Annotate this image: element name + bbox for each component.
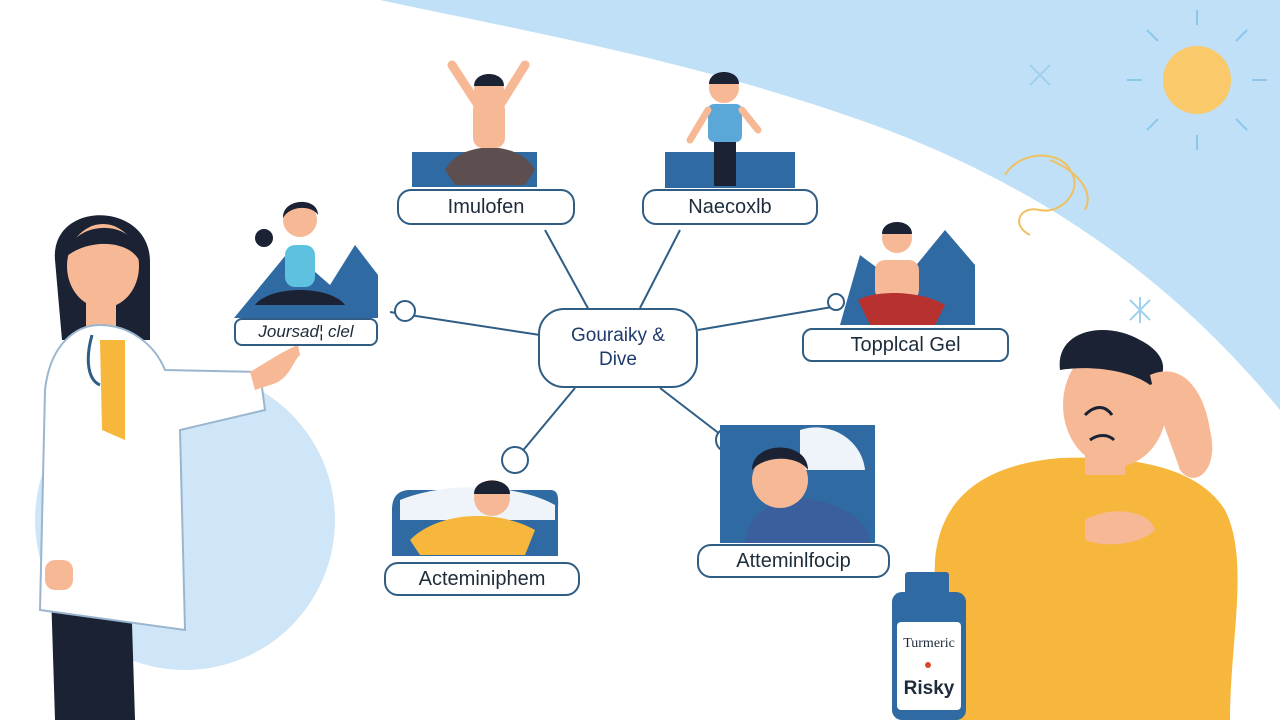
yoga-woman-icon [234,201,378,318]
center-node: Gouraiky & Dive [538,308,698,388]
bottle-label-risky: Risky [903,678,955,699]
doodle-decoration [1004,154,1089,236]
standing-boy-icon [665,72,795,188]
stretching-figure-icon [412,60,537,187]
center-node-line1: Gouraiky & [571,325,665,346]
sky-background [380,0,1280,410]
snowflake-icon [1029,64,1151,323]
node-label-naecoxlb: Naecoxlb [642,189,818,225]
sitting-boy-icon [840,222,975,325]
worried-man-figure [930,330,1238,720]
supplement-bottle-icon [892,572,966,720]
node-label-joursad-clel: Joursad¦ clel [234,318,378,346]
bottle-label-turmeric: Turmeric [903,636,955,651]
node-label-atteminlfocip: Atteminlfocip [697,544,890,578]
smiling-man-icon [720,425,875,543]
sleeping-figure-icon [392,480,559,556]
center-node-line2: Dive [598,349,637,370]
doctor-figure [38,215,300,720]
connector-lines [389,229,839,461]
node-label-imulofen: Imulofen [397,189,575,225]
sun-icon [1127,10,1267,150]
node-label-topplcal-gel: Topplcal Gel [802,328,1009,362]
node-label-acteminiphem: Acteminiphem [384,562,580,596]
